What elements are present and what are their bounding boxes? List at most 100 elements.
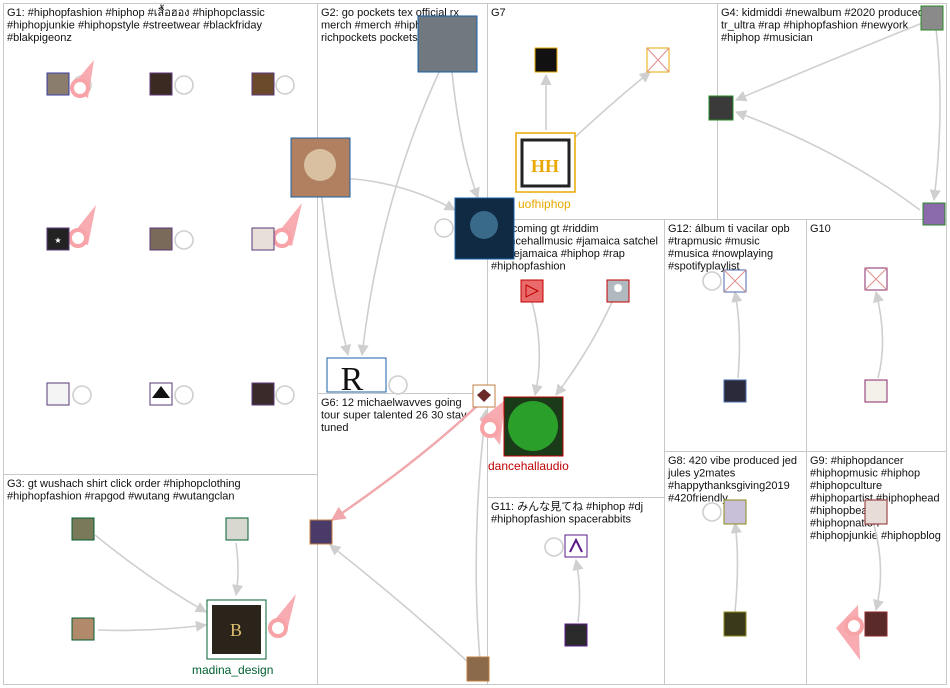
avatar-photo <box>470 211 498 239</box>
self-loop <box>72 385 92 405</box>
group-label-g3: G3: gt wushach shirt click order #hiphop… <box>7 478 241 503</box>
avatar-node[interactable] <box>251 227 275 251</box>
group-labels: G1: #hiphopfashion #hiphop #เสื้อฮอง #hi… <box>7 4 941 542</box>
panel-g3 <box>3 474 318 685</box>
avatar-node[interactable] <box>46 382 70 406</box>
heavy-loop-ring <box>844 616 864 636</box>
edge <box>97 620 208 632</box>
avatar-node[interactable] <box>723 379 747 403</box>
broken-image-icon <box>723 269 747 293</box>
avatar-node[interactable] <box>564 623 588 647</box>
heavy-loop-ring <box>70 78 90 98</box>
node-label-uofhiphop: uofhiphop <box>518 197 571 211</box>
madina-logo <box>212 605 261 654</box>
avatar-node-large[interactable] <box>417 15 478 73</box>
avatar-node[interactable] <box>864 611 888 637</box>
edge <box>929 27 941 202</box>
node-label-dancehallaudio: dancehallaudio <box>488 459 569 473</box>
edge <box>357 69 441 357</box>
edge <box>329 544 469 663</box>
nodes: ★ R HH <box>46 5 946 682</box>
self-loop <box>174 230 194 250</box>
group-label-g1: G1: #hiphopfashion #hiphop #เสื้อฮอง #hi… <box>7 4 265 44</box>
panel-g10 <box>806 219 947 452</box>
edge <box>731 290 743 379</box>
edge <box>319 179 352 357</box>
madina-logo-letter: B <box>230 620 242 640</box>
person-icon <box>614 284 622 292</box>
node-label-madina_design: madina_design <box>192 663 273 677</box>
avatar-node[interactable] <box>251 382 275 406</box>
edge <box>94 534 207 613</box>
self-loop <box>702 271 722 291</box>
avatar-node[interactable] <box>723 611 747 637</box>
panel-g9 <box>806 451 947 685</box>
dancer-icon <box>569 537 583 553</box>
dancehallaudio-logo <box>508 401 558 451</box>
avatar-node[interactable] <box>225 517 249 541</box>
group-label-g7: G7 <box>491 7 506 19</box>
heavy-loop-ring <box>68 228 88 248</box>
uofhiphop-logo: HH <box>531 156 559 176</box>
avatar-node[interactable] <box>864 499 888 525</box>
edge <box>734 110 921 211</box>
avatar-node[interactable] <box>46 72 70 96</box>
avatar-node[interactable] <box>251 72 275 96</box>
avatar-node[interactable] <box>520 279 544 303</box>
avatar-node[interactable] <box>149 72 173 96</box>
self-loop <box>434 218 454 238</box>
edge <box>734 21 926 102</box>
self-loops <box>72 75 722 557</box>
avatar-node[interactable] <box>723 499 747 525</box>
play-icon <box>525 284 540 298</box>
node-labels: uofhiphop dancehallaudio madina_design <box>192 197 571 677</box>
avatar-node-richpockets[interactable] <box>326 357 387 393</box>
group-label-g10: G10 <box>810 223 831 235</box>
panel-g11 <box>487 497 665 685</box>
edge <box>337 177 456 211</box>
group-label-g9: G9: #hiphopdancer#hiphopmusic #hiphop#hi… <box>810 455 941 542</box>
edge <box>873 524 884 612</box>
heavy-self-loops <box>68 60 864 660</box>
richpockets-logo: R <box>341 361 364 398</box>
heavy-loop-ring <box>480 418 500 438</box>
group-label-g5: G5: coming gt #riddim#dancehallmusic #ja… <box>491 223 658 273</box>
edge <box>572 558 584 623</box>
broken-image-icon <box>864 267 888 291</box>
heavy-loop-ring <box>268 618 288 638</box>
uofhiphop-logo-frame <box>520 138 571 188</box>
avatar-node[interactable] <box>466 656 490 682</box>
avatar-node[interactable] <box>708 95 734 121</box>
edge <box>873 290 884 379</box>
broken-image-icon <box>646 47 670 73</box>
edges <box>94 21 941 663</box>
panel-g6 <box>317 393 488 685</box>
avatar-node[interactable] <box>71 517 95 541</box>
avatar-node[interactable] <box>71 617 95 641</box>
avatar-node[interactable] <box>46 227 70 251</box>
avatar-photo <box>304 149 336 181</box>
avatar-node[interactable] <box>309 519 333 545</box>
avatar-node[interactable] <box>864 379 888 403</box>
self-loop <box>174 75 194 95</box>
group-label-g12: G12: álbum ti vacilar opb#trapmusic #mus… <box>668 223 790 273</box>
self-loop <box>388 375 408 395</box>
self-loop <box>174 385 194 405</box>
self-loop <box>275 385 295 405</box>
edge <box>451 71 480 200</box>
self-loop <box>275 75 295 95</box>
avatar-node[interactable] <box>920 5 944 31</box>
edge <box>531 301 543 397</box>
edge <box>475 408 491 661</box>
avatar-node[interactable] <box>149 227 173 251</box>
edge <box>232 542 244 597</box>
avatar-node[interactable] <box>922 202 946 226</box>
self-loop <box>544 537 564 557</box>
group-label-g11: G11: みんな見てね #hiphop #dj#hiphopfashion sp… <box>491 500 643 526</box>
avatar-node[interactable] <box>534 47 558 73</box>
graph-border <box>3 3 947 685</box>
